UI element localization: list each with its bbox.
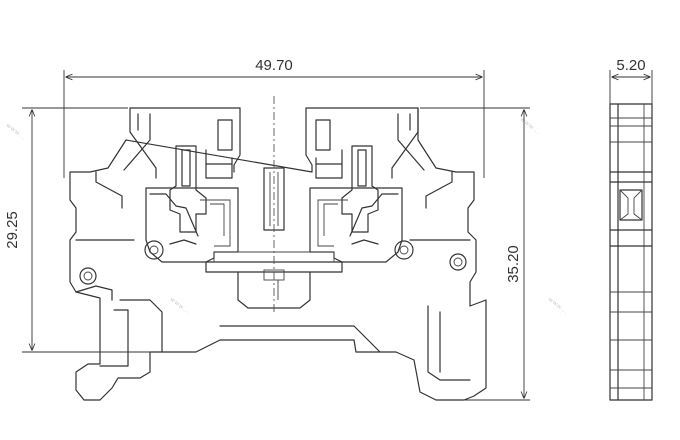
height-to-rail-label: 29.25 bbox=[4, 211, 21, 249]
dimension-side-width: 5.20 bbox=[609, 57, 653, 104]
overall-width-label: 49.70 bbox=[255, 57, 293, 74]
svg-text:www...: www... bbox=[518, 116, 541, 136]
side-width-label: 5.20 bbox=[616, 57, 645, 74]
overall-height-label: 35.20 bbox=[505, 245, 522, 283]
svg-text:www...: www... bbox=[546, 296, 569, 316]
front-view bbox=[69, 96, 487, 401]
dimension-overall-height: 35.20 bbox=[420, 107, 530, 401]
dimension-overall-width: 49.70 bbox=[63, 57, 485, 178]
svg-text:www...: www... bbox=[168, 296, 191, 316]
svg-text:www...: www... bbox=[4, 122, 27, 142]
side-view bbox=[609, 103, 653, 401]
housing-outline bbox=[69, 107, 487, 401]
